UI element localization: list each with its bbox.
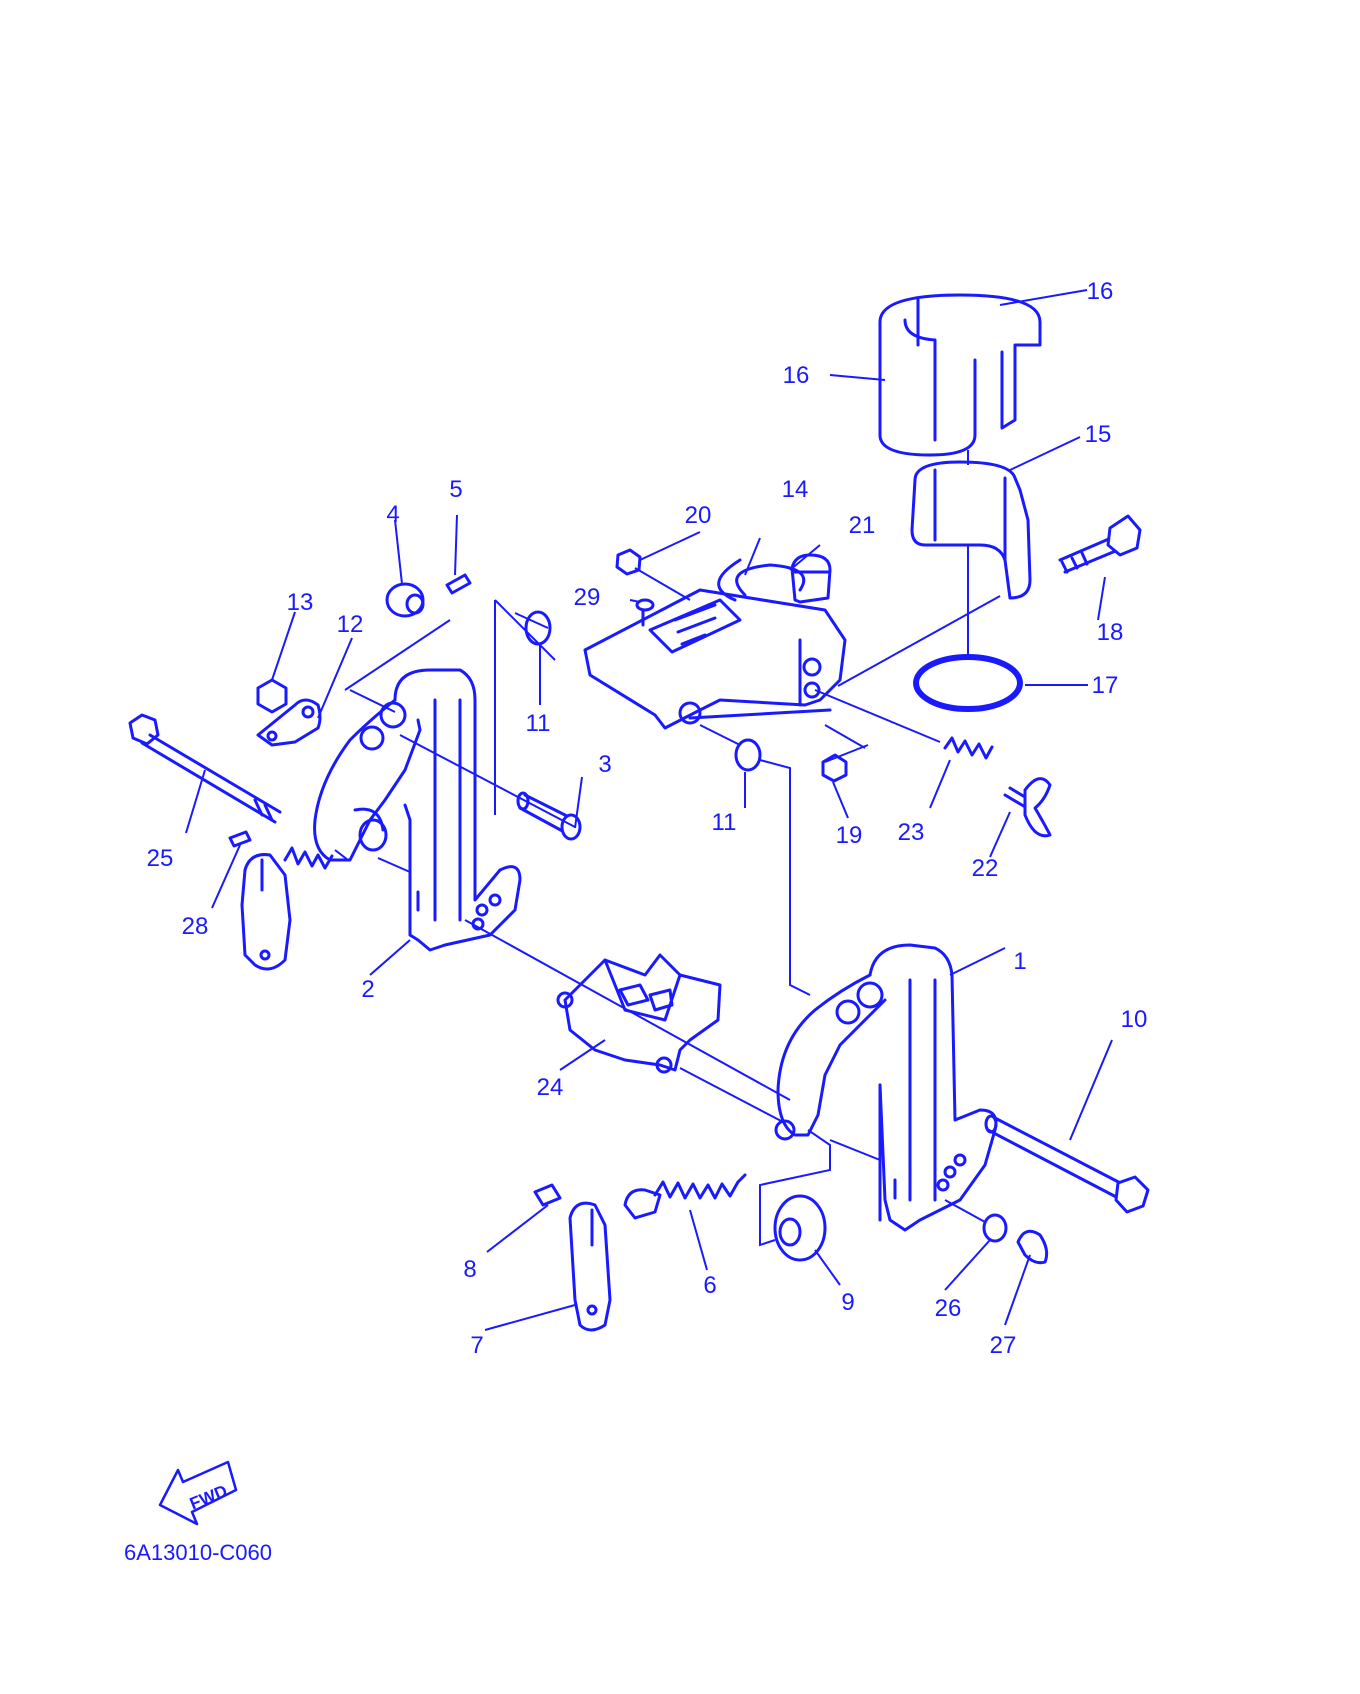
lever-left-part (240, 853, 292, 971)
label-11-lower: 11 (712, 809, 737, 836)
bolt-18-part (1058, 514, 1142, 574)
swivel-middle-part (556, 953, 722, 1074)
label-21: 21 (849, 512, 876, 539)
label-7: 7 (470, 1332, 483, 1359)
wing-nut-27-part (1016, 1229, 1049, 1265)
spring-23-part (943, 736, 994, 760)
bushing-lower-part (910, 460, 1032, 600)
pin-29-part (635, 598, 655, 627)
label-12: 12 (337, 611, 364, 638)
label-16-lower: 16 (783, 362, 810, 389)
label-13: 13 (287, 589, 314, 616)
label-23: 23 (898, 819, 925, 846)
fwd-label: FWD (187, 1481, 230, 1513)
label-18: 18 (1097, 619, 1124, 646)
label-1: 1 (1013, 948, 1026, 975)
drawing-code: 6A13010-C060 (124, 1540, 272, 1565)
plate-12-part (256, 698, 322, 747)
label-27: 27 (990, 1332, 1017, 1359)
label-15: 15 (1085, 421, 1112, 448)
label-3: 3 (598, 751, 611, 778)
screw-left-part (283, 846, 334, 870)
bolt-25-part (128, 713, 282, 824)
label-22: 22 (972, 855, 999, 882)
o-ring-part (913, 654, 1023, 712)
label-24: 24 (537, 1074, 564, 1101)
washer-11b-part (734, 738, 762, 772)
label-8: 8 (463, 1256, 476, 1283)
clamp-bracket-right-part (774, 943, 998, 1232)
label-10: 10 (1121, 1006, 1148, 1033)
screw-6-part (623, 1173, 747, 1220)
label-4: 4 (386, 501, 399, 528)
roller-9-part (773, 1194, 827, 1262)
label-2: 2 (361, 976, 374, 1003)
label-14: 14 (782, 476, 809, 503)
pin-8-part (533, 1183, 562, 1207)
swivel-bracket-part (583, 558, 847, 730)
washer-26-part (982, 1213, 1008, 1243)
label-16-upper: 16 (1087, 278, 1114, 305)
fwd-arrow-icon: FWD (158, 1460, 238, 1526)
clamp-bracket-left-part (313, 668, 522, 952)
label-9: 9 (841, 1289, 854, 1316)
bolt-10-part (984, 1114, 1150, 1214)
shaft-3-part (516, 791, 582, 841)
wing-bolt-22-part (1003, 777, 1052, 838)
cap-4-part (385, 582, 425, 618)
nut-20-part (615, 548, 642, 576)
nut-13-part (256, 678, 288, 714)
label-19: 19 (836, 822, 863, 849)
label-17: 17 (1092, 672, 1119, 699)
label-5: 5 (449, 476, 462, 503)
label-6: 6 (703, 1272, 716, 1299)
lever-7-part (568, 1201, 612, 1332)
label-29: 29 (574, 584, 601, 611)
label-28: 28 (182, 913, 209, 940)
bushing-upper-part (878, 293, 1042, 457)
label-26: 26 (935, 1295, 962, 1322)
label-11-upper: 11 (526, 710, 551, 737)
pin-5-part (445, 573, 472, 595)
pin-28-part (228, 830, 252, 848)
part-labels: 16 16 15 14 21 20 29 18 17 11 11 19 23 2… (147, 278, 1148, 1359)
label-20: 20 (685, 502, 712, 529)
label-25: 25 (147, 845, 174, 872)
leader-lines (185, 289, 1113, 1331)
grip-cap-part (790, 553, 832, 604)
